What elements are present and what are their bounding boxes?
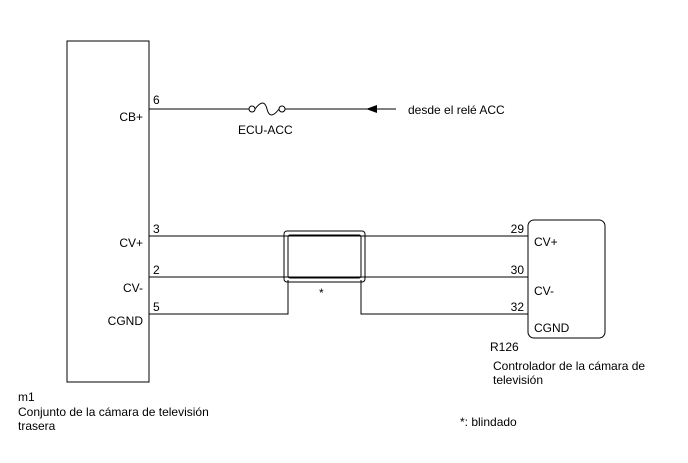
r126-component-name-line2: televisión <box>493 373 543 387</box>
m1-component-code: m1 <box>18 390 35 404</box>
shield-symbol <box>283 230 366 283</box>
r126-component-box <box>527 219 606 339</box>
fuse-label: ECU-ACC <box>238 123 293 137</box>
r126-pin-number-32: 32 <box>511 300 525 314</box>
fuse-symbol <box>248 102 286 116</box>
source-arrow-icon <box>366 105 377 113</box>
cgnd-wire-right <box>360 280 528 315</box>
m1-component-name-line2: trasera <box>18 419 56 433</box>
m1-pin-label-cv-minus: CV- <box>123 281 143 295</box>
shield-legend-note: *: blindado <box>460 415 517 429</box>
m1-pin-label-cgnd: CGND <box>108 314 144 328</box>
r126-pin-number-30: 30 <box>511 263 525 277</box>
r126-component-code: R126 <box>490 340 519 354</box>
cgnd-wire-left <box>149 280 289 315</box>
source-label: desde el relé ACC <box>408 103 505 117</box>
m1-component-name-line1: Conjunto de la cámara de televisión <box>18 405 209 419</box>
m1-component-box <box>66 40 150 383</box>
m1-pin-number-2: 2 <box>153 263 160 277</box>
m1-pin-number-6: 6 <box>153 93 160 107</box>
r126-pin-number-29: 29 <box>511 222 525 236</box>
r126-pin-label-cgnd: CGND <box>534 321 570 335</box>
r126-component-name-line1: Controlador de la cámara de <box>493 359 645 373</box>
m1-pin-number-5: 5 <box>153 300 160 314</box>
r126-pin-label-cv-minus: CV- <box>534 284 554 298</box>
shield-marker: * <box>319 286 324 300</box>
m1-pin-number-3: 3 <box>153 222 160 236</box>
r126-pin-label-cv-plus: CV+ <box>534 235 558 249</box>
m1-pin-label-cv-plus: CV+ <box>119 236 143 250</box>
m1-pin-label-cb-plus: CB+ <box>119 110 143 124</box>
